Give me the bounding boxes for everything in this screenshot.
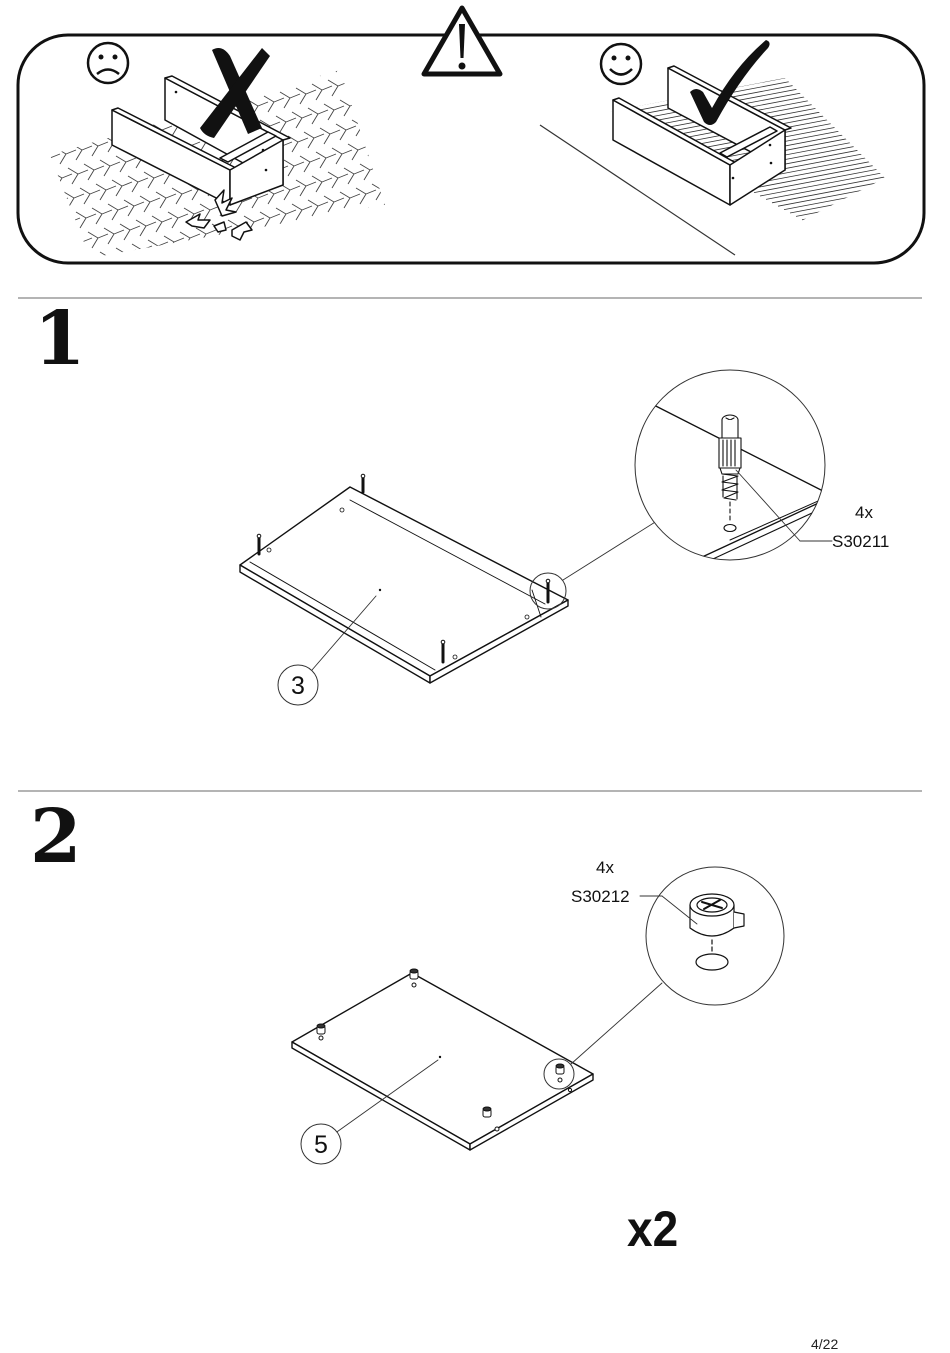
dowel-pin bbox=[546, 579, 550, 602]
detail-circle-2 bbox=[640, 867, 784, 1005]
part-number-3: 3 bbox=[291, 672, 305, 700]
hardware-quantity: 4x bbox=[855, 503, 873, 523]
panel-3 bbox=[240, 487, 568, 676]
repeat-multiplier: x2 bbox=[627, 1200, 678, 1258]
hardware-code: S30211 bbox=[832, 532, 889, 552]
detail-circle-1 bbox=[635, 370, 832, 565]
hardware-code: S30212 bbox=[571, 887, 630, 907]
step-number-1: 1 bbox=[34, 302, 86, 376]
hardware-quantity: 4x bbox=[596, 858, 614, 878]
step-1-drawing bbox=[240, 370, 832, 705]
panel-5 bbox=[292, 973, 593, 1144]
dowel-pin bbox=[257, 534, 261, 554]
dowel-pin bbox=[361, 474, 365, 492]
warning-panel bbox=[0, 0, 950, 416]
part-number-5: 5 bbox=[314, 1131, 328, 1159]
step-number-2: 2 bbox=[30, 800, 82, 874]
step-2-drawing bbox=[292, 867, 784, 1164]
page-number: 4/22 bbox=[811, 1336, 838, 1352]
dowel-pin bbox=[441, 640, 445, 662]
